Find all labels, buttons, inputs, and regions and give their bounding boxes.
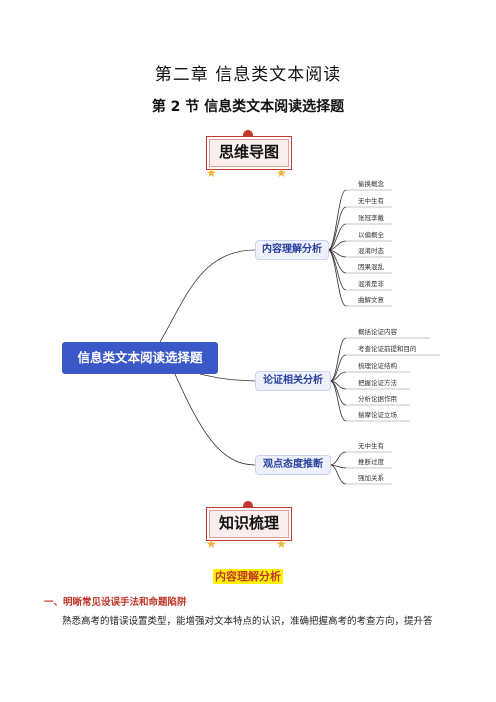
branch-viewpoint-inference: 观点态度推断 — [255, 455, 331, 475]
connector-line — [327, 249, 347, 291]
leaf-item: 无中生有 — [358, 197, 384, 205]
leaf-item: 张冠李戴 — [358, 214, 384, 222]
leaf-item: 分析论据作用 — [358, 395, 397, 403]
connector-line — [329, 451, 347, 466]
sub-heading: 内容理解分析 — [0, 565, 496, 584]
leaf-item: 梳理论证结构 — [358, 362, 397, 370]
connector-line — [327, 240, 347, 251]
leaf-item: 曲解文意 — [358, 296, 384, 304]
leaf-item: 混淆是非 — [358, 280, 384, 288]
branch-argument-analysis: 论证相关分析 — [255, 371, 331, 391]
pin-icon — [243, 130, 253, 140]
leaf-item: 强加关系 — [358, 474, 384, 482]
leaf-item: 考查论证前提和目的 — [358, 345, 417, 353]
connector-line — [174, 373, 256, 466]
mindmap-banner-label: 思维导图 — [209, 139, 289, 167]
connector-line — [329, 464, 347, 485]
star-icon: ★ — [276, 166, 287, 180]
leaf-item: 无中生有 — [358, 442, 384, 450]
connector-line — [329, 371, 347, 382]
star-icon: ★ — [276, 537, 287, 551]
connector-line — [327, 249, 347, 307]
connector-line — [329, 380, 347, 422]
body-paragraph: 熟悉高考的错误设置类型，能增强对文本特点的认识，准确把握高考的考查方向，提升答 — [62, 616, 433, 627]
connector-line — [327, 206, 347, 251]
connector-line — [327, 223, 347, 251]
branch-content-analysis: 内容理解分析 — [255, 240, 329, 260]
knowledge-banner: 知识梳理 — [206, 507, 292, 541]
connector-line — [199, 373, 256, 382]
point-heading: 一、明晰常见设误手法和命题陷阱 — [44, 597, 187, 608]
knowledge-banner-label: 知识梳理 — [209, 510, 289, 538]
connector-line — [159, 249, 256, 343]
leaf-item: 把握论证方法 — [358, 379, 397, 387]
section-title: 第 2 节 信息类文本阅读选择题 — [151, 99, 345, 115]
connector-line — [329, 337, 347, 382]
leaf-item: 偷换概念 — [358, 180, 384, 188]
leaf-item: 概括论证内容 — [358, 328, 397, 336]
leaf-item: 推断过度 — [358, 458, 384, 466]
leaf-item: 揣摩论证立场 — [358, 411, 397, 419]
connector-line — [327, 189, 347, 251]
leaf-item: 因果混乱 — [358, 263, 384, 271]
connector-line — [329, 354, 347, 382]
leaf-item: 以偏概全 — [358, 231, 384, 239]
leaf-item: 混淆时态 — [358, 247, 384, 255]
pin-icon — [243, 501, 253, 511]
mindmap-root-node: 信息类文本阅读选择题 — [62, 342, 218, 374]
sub-heading-text: 内容理解分析 — [213, 569, 283, 584]
star-icon: ★ — [206, 166, 217, 180]
mindmap-banner: 思维导图 — [206, 136, 292, 170]
chapter-title: 第二章 信息类文本阅读 — [154, 65, 342, 85]
star-icon: ★ — [206, 537, 217, 551]
